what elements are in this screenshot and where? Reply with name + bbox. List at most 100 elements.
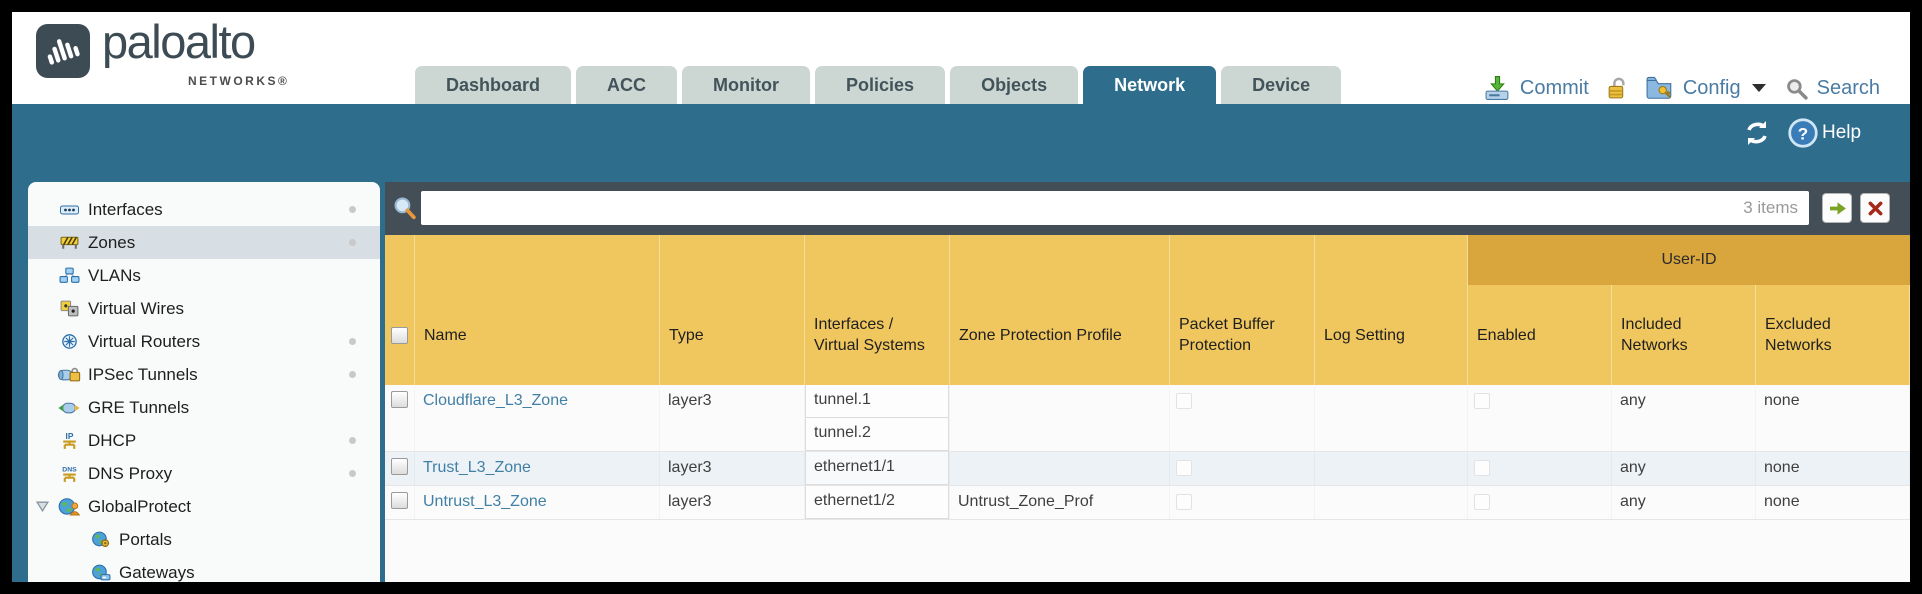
sidebar-item-label: Portals	[119, 529, 172, 549]
interfaces-icon	[57, 202, 81, 218]
user-id-group-header: User-ID	[1468, 235, 1910, 285]
tab-policies[interactable]: Policies	[815, 66, 946, 104]
sidebar-item-label: Virtual Wires	[88, 298, 185, 318]
interface-value: ethernet1/1	[805, 452, 949, 485]
column-header-type[interactable]: Type	[660, 235, 805, 385]
sidebar-item-virtual-wires[interactable]: Virtual Wires	[28, 292, 380, 325]
packet-buffer-protection-checkbox[interactable]	[1176, 460, 1192, 476]
column-header-name[interactable]: Name	[415, 235, 660, 385]
column-header-label: Zone Protection Profile	[959, 326, 1122, 344]
zone-name-link[interactable]: Cloudflare_L3_Zone	[423, 392, 568, 409]
sidebar-item-label: GRE Tunnels	[88, 397, 190, 417]
sidebar-item-label: Interfaces	[88, 199, 163, 219]
cell-select	[385, 486, 415, 519]
interface-value: ethernet1/2	[805, 486, 949, 519]
sidebar-item-portals[interactable]: Portals	[28, 523, 380, 556]
sidebar-item-label: Gateways	[119, 562, 195, 582]
sidebar-item-gre-tunnels[interactable]: GRE Tunnels	[28, 391, 380, 424]
column-header-interfaces[interactable]: Interfaces / Virtual Systems	[805, 235, 950, 385]
row-checkbox[interactable]	[391, 458, 408, 475]
cell-pbp	[1170, 385, 1315, 451]
status-dot	[349, 470, 356, 477]
row-checkbox[interactable]	[391, 492, 408, 509]
column-header-label: Name	[424, 326, 467, 344]
virtual-routers-icon	[57, 333, 81, 350]
column-header-enabled[interactable]: Enabled	[1468, 235, 1612, 385]
sidebar-item-interfaces[interactable]: Interfaces	[28, 193, 380, 226]
help-button[interactable]: ? Help	[1786, 116, 1861, 150]
column-header-label: Enabled	[1477, 326, 1536, 344]
help-icon: ?	[1786, 116, 1820, 150]
filter-input[interactable]	[421, 191, 1809, 225]
expander-down-icon[interactable]	[36, 501, 49, 512]
cell-enabled	[1468, 486, 1612, 519]
column-header-label: Included Networks	[1621, 316, 1688, 354]
gateways-icon	[88, 564, 112, 581]
column-header-select[interactable]	[385, 235, 415, 385]
zone-name-link[interactable]: Untrust_L3_Zone	[423, 493, 547, 510]
arrow-right-icon	[1828, 201, 1847, 216]
close-icon	[1868, 201, 1883, 216]
svg-text:DNS: DNS	[62, 466, 77, 473]
tab-acc[interactable]: ACC	[576, 66, 678, 104]
sidebar-item-label: Zones	[88, 232, 136, 252]
column-header-pbp[interactable]: Packet Buffer Protection	[1170, 235, 1315, 385]
column-header-excluded[interactable]: Excluded Networks	[1756, 235, 1910, 385]
config-caret-icon[interactable]	[1751, 84, 1766, 92]
cell-pbp	[1170, 452, 1315, 485]
apply-filter-button[interactable]	[1822, 193, 1852, 223]
cell-type: layer3	[660, 452, 805, 485]
tab-monitor[interactable]: Monitor	[682, 66, 811, 104]
clear-filter-button[interactable]	[1860, 193, 1890, 223]
commit-button[interactable]: Commit	[1519, 76, 1589, 99]
cell-interfaces: ethernet1/1	[805, 452, 950, 485]
sidebar-item-globalprotect[interactable]: GlobalProtect	[28, 490, 380, 523]
packet-buffer-protection-checkbox[interactable]	[1176, 393, 1192, 409]
tab-network[interactable]: Network	[1083, 66, 1217, 104]
sidebar-item-zones[interactable]: Zones	[28, 226, 380, 259]
packet-buffer-protection-checkbox[interactable]	[1176, 494, 1192, 510]
column-header-included[interactable]: Included Networks	[1612, 235, 1756, 385]
row-checkbox[interactable]	[391, 391, 408, 408]
column-header-zpp[interactable]: Zone Protection Profile	[950, 235, 1170, 385]
search-button[interactable]: Search	[1816, 76, 1880, 99]
sidebar-item-ipsec-tunnels[interactable]: IPSec Tunnels	[28, 358, 380, 391]
items-count: 3 items	[1743, 198, 1798, 217]
cell-excluded: none	[1756, 385, 1910, 451]
status-dot	[349, 371, 356, 378]
tab-objects[interactable]: Objects	[950, 66, 1079, 104]
cell-log	[1315, 385, 1468, 451]
brand-logo: paloalto NETWORKS®	[36, 15, 336, 102]
sidebar-item-virtual-routers[interactable]: Virtual Routers	[28, 325, 380, 358]
sidebar-item-gateways[interactable]: Gateways	[28, 556, 380, 582]
user-id-enabled-checkbox[interactable]	[1474, 494, 1490, 510]
vlans-icon	[57, 267, 81, 284]
filter-search-icon	[391, 195, 418, 222]
config-button[interactable]: Config	[1682, 76, 1741, 99]
sidebar-item-label: IPSec Tunnels	[88, 364, 198, 384]
lock-icon[interactable]	[1606, 76, 1629, 101]
column-header-log[interactable]: Log Setting	[1315, 235, 1468, 385]
cell-enabled	[1468, 385, 1612, 451]
column-header-label: Log Setting	[1324, 326, 1405, 344]
cell-included: any	[1612, 385, 1756, 451]
zone-name-link[interactable]: Trust_L3_Zone	[423, 459, 531, 476]
cell-log	[1315, 486, 1468, 519]
user-id-enabled-checkbox[interactable]	[1474, 460, 1490, 476]
tab-device[interactable]: Device	[1221, 66, 1342, 104]
select-all-checkbox[interactable]	[391, 326, 408, 344]
refresh-icon[interactable]	[1741, 119, 1773, 147]
cell-zpp: Untrust_Zone_Prof	[950, 486, 1170, 519]
user-id-enabled-checkbox[interactable]	[1474, 393, 1490, 409]
portals-icon	[88, 531, 112, 548]
interface-value: tunnel.2	[805, 417, 949, 451]
status-dot	[349, 338, 356, 345]
column-header-label: Interfaces / Virtual Systems	[814, 316, 925, 354]
sidebar-item-vlans[interactable]: VLANs	[28, 259, 380, 292]
tab-dashboard[interactable]: Dashboard	[415, 66, 572, 104]
